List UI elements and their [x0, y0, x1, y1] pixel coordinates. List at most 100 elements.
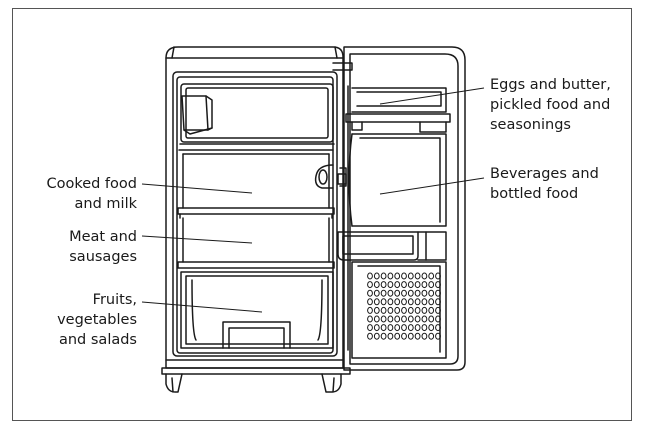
perforation-hole	[428, 306, 435, 314]
label-cooked-line-2: and milk	[74, 196, 137, 212]
leader-line-cooked	[141, 183, 253, 194]
perforation-hole	[367, 281, 373, 289]
perforation-hole	[428, 289, 435, 297]
perforation-hole	[387, 272, 394, 280]
perforation-hole	[394, 324, 401, 332]
perforation-hole	[387, 289, 394, 297]
label-cooked-food: Cooked food and milk	[20, 174, 137, 214]
perforation-hole	[401, 332, 407, 340]
perforation-hole	[421, 315, 428, 323]
perforation-hole	[401, 315, 407, 323]
door-middle-area	[337, 133, 447, 227]
perforation-hole	[367, 315, 373, 323]
perforation-hole	[380, 315, 387, 323]
perforation-hole	[373, 298, 380, 306]
perforation-hole	[367, 289, 373, 297]
freezer-compartment	[179, 83, 335, 145]
perforation-hole	[367, 306, 373, 314]
perforation-hole	[435, 306, 441, 314]
door-bottle-bin	[337, 231, 447, 261]
glass-shelf-lower	[177, 261, 335, 269]
perforation-hole	[380, 324, 387, 332]
perforation-hole	[428, 298, 435, 306]
perforation-hole	[394, 315, 401, 323]
perforation-hole	[421, 306, 428, 314]
label-fruits-line-3: and salads	[58, 332, 137, 348]
perforation-hole	[373, 324, 380, 332]
perforation-hole	[401, 281, 407, 289]
perforation-hole	[380, 306, 387, 314]
perforation-hole	[407, 332, 414, 340]
label-cooked-line-1: Cooked food	[46, 176, 137, 192]
perforation-hole	[367, 272, 373, 280]
perforation-hole	[407, 281, 414, 289]
perforation-hole	[367, 324, 373, 332]
perforation-hole	[421, 332, 428, 340]
perforation-hole	[421, 289, 428, 297]
perforation-hole	[428, 332, 435, 340]
perforation-hole	[414, 332, 421, 340]
perforation-hole	[414, 281, 421, 289]
perforation-hole	[373, 281, 380, 289]
perforation-hole	[387, 332, 394, 340]
door-hinge	[332, 62, 353, 71]
perforation-hole	[414, 272, 421, 280]
perforation-hole	[407, 306, 414, 314]
perforation-hole	[380, 272, 387, 280]
perforation-hole	[414, 289, 421, 297]
perforation-hole	[428, 324, 435, 332]
perforation-hole	[394, 281, 401, 289]
perforation-hole	[401, 306, 407, 314]
perforation-hole	[428, 281, 435, 289]
perforation-hole	[421, 272, 428, 280]
label-eggs-line-3: seasonings	[490, 117, 571, 133]
label-meat: Meat and sausages	[20, 227, 137, 267]
perforation-hole	[407, 298, 414, 306]
label-fruits-line-1: Fruits,	[92, 292, 137, 308]
perforation-hole	[428, 272, 435, 280]
label-beverages: Beverages and bottled food	[490, 164, 599, 204]
leader-line-eggs	[379, 87, 485, 105]
perforation-hole	[394, 306, 401, 314]
perforation-hole	[435, 315, 441, 323]
perforation-hole	[380, 281, 387, 289]
door-perforation-grid	[367, 272, 441, 340]
perforation-hole	[394, 332, 401, 340]
label-fruits-line-2: vegetables	[57, 312, 137, 328]
perforation-hole	[421, 324, 428, 332]
perforation-hole	[401, 272, 407, 280]
perforation-hole	[407, 272, 414, 280]
perforation-hole	[367, 332, 373, 340]
perforation-hole	[373, 306, 380, 314]
perforation-hole	[421, 298, 428, 306]
perforation-hole	[373, 315, 380, 323]
perforation-hole	[414, 306, 421, 314]
perforation-hole	[373, 289, 380, 297]
fridge-cabinet	[161, 46, 351, 375]
label-beverages-line-1: Beverages and	[490, 166, 599, 182]
leader-line-fruits	[141, 301, 263, 313]
perforation-hole	[394, 298, 401, 306]
leader-line-meat	[141, 235, 253, 244]
perforation-hole	[380, 298, 387, 306]
label-beverages-line-2: bottled food	[490, 186, 579, 202]
crisper-drawer	[180, 271, 334, 349]
perforation-hole	[394, 289, 401, 297]
perforation-hole	[373, 332, 380, 340]
perforation-hole	[421, 281, 428, 289]
perforation-hole	[387, 281, 394, 289]
fridge-door	[343, 46, 466, 371]
perforation-hole	[401, 324, 407, 332]
perforation-hole	[380, 332, 387, 340]
middle-fridge-space	[182, 217, 330, 263]
perforation-hole	[380, 289, 387, 297]
label-eggs-butter: Eggs and butter, pickled food and season…	[490, 75, 611, 135]
thermostat-knob	[314, 164, 334, 189]
perforation-hole	[435, 298, 441, 306]
door-bin-top	[345, 87, 451, 133]
perforation-hole	[435, 281, 441, 289]
perforation-hole	[407, 324, 414, 332]
perforation-hole	[435, 332, 441, 340]
label-fruits: Fruits, vegetables and salads	[20, 290, 137, 350]
